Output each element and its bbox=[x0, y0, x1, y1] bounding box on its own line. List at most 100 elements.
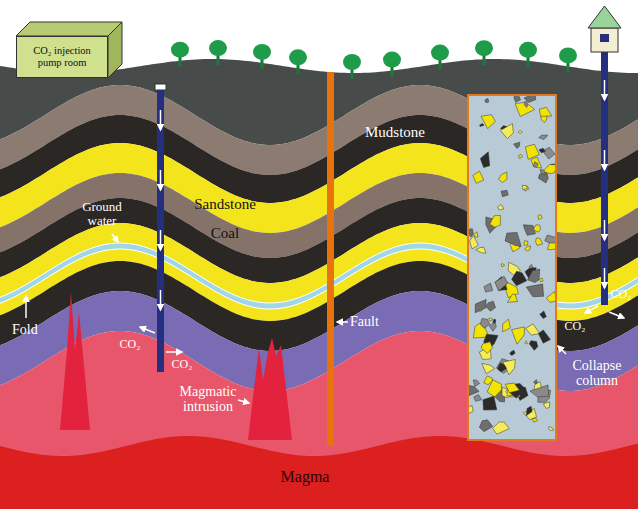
rock-fragment bbox=[483, 396, 497, 410]
leader-arrow bbox=[238, 400, 249, 403]
tree-crown bbox=[343, 54, 361, 70]
rock-fragment bbox=[480, 319, 489, 329]
rock-fragment bbox=[514, 142, 520, 148]
tree-crown bbox=[289, 49, 307, 65]
rock-fragment bbox=[490, 215, 501, 227]
rock-fragment bbox=[484, 376, 493, 385]
house-roof bbox=[588, 6, 621, 28]
magmatic-intrusion bbox=[248, 338, 292, 440]
structure-label: Fault bbox=[350, 314, 394, 329]
rock-fragment bbox=[540, 278, 543, 282]
rock-fragment bbox=[531, 157, 542, 168]
rock-fragment bbox=[493, 422, 510, 434]
rock-fragment bbox=[480, 152, 489, 168]
leader-arrow bbox=[609, 312, 624, 318]
rock-fragment bbox=[522, 185, 527, 189]
rock-fragment bbox=[538, 330, 550, 343]
flow-arrow bbox=[604, 268, 606, 288]
rock-fragment bbox=[499, 172, 507, 182]
rock-fragment bbox=[489, 318, 493, 321]
rock-fragment bbox=[485, 99, 489, 103]
rock-fragment bbox=[526, 406, 532, 415]
rock-fragment bbox=[468, 385, 479, 395]
tree-crown bbox=[431, 45, 449, 61]
rock-fragment bbox=[484, 283, 493, 292]
rock-fragment bbox=[500, 124, 513, 139]
rock-fragment bbox=[528, 269, 540, 282]
flow-arrow bbox=[604, 150, 606, 170]
box-top-face bbox=[16, 22, 122, 36]
rock-fragment bbox=[543, 402, 549, 409]
rock-fragment bbox=[515, 102, 534, 116]
rock-fragment bbox=[523, 225, 535, 236]
tree-crown bbox=[519, 42, 537, 58]
rock-fragment bbox=[505, 232, 521, 246]
rock-fragment bbox=[501, 190, 508, 196]
injection-well bbox=[157, 90, 164, 372]
rock-fragment bbox=[479, 420, 492, 432]
injection-well bbox=[601, 52, 608, 305]
rock-fragment bbox=[498, 204, 504, 210]
house-body bbox=[591, 28, 618, 52]
rock-fragment bbox=[505, 383, 519, 393]
flow-arrow bbox=[160, 230, 162, 250]
rock-fragment bbox=[481, 115, 495, 129]
gas-label: CO₂ bbox=[168, 358, 196, 371]
rock-fragment bbox=[525, 341, 527, 344]
flow-arrow bbox=[160, 170, 162, 190]
rock-fragment bbox=[474, 232, 478, 237]
rock-fragment bbox=[539, 135, 548, 139]
gas-label: CO₂ bbox=[116, 338, 144, 351]
well-cap bbox=[155, 84, 166, 90]
rock-fragment bbox=[482, 363, 495, 373]
rock-fragment bbox=[524, 102, 527, 108]
fault-line bbox=[327, 72, 334, 446]
layer-label: Mudstone bbox=[355, 124, 435, 141]
rock-fragment bbox=[533, 225, 540, 232]
flow-arrow bbox=[604, 220, 606, 240]
gas-label: CO₂ bbox=[561, 320, 589, 333]
structure-label: Magmatic intrusion bbox=[170, 384, 246, 415]
rock-fragment bbox=[473, 380, 479, 387]
leader-arrow bbox=[25, 296, 27, 318]
rock-fragment bbox=[507, 294, 517, 302]
rock-fragment bbox=[476, 247, 486, 253]
rock-fragment bbox=[518, 130, 522, 133]
rock-fragment bbox=[548, 427, 553, 431]
leader-arrow bbox=[112, 234, 118, 242]
rock-fragment bbox=[529, 264, 533, 268]
rock-fragment bbox=[501, 264, 505, 267]
pump-room-box: CO₂ injection pump room bbox=[16, 36, 108, 78]
flow-arrow bbox=[160, 290, 162, 310]
rock-fragment bbox=[539, 107, 551, 116]
rock-fragment bbox=[512, 327, 525, 344]
tree-crown bbox=[209, 40, 227, 56]
rock-fragment bbox=[529, 341, 538, 351]
rock-fragment bbox=[546, 291, 556, 302]
rock-fragment bbox=[536, 238, 543, 245]
rock-fragment bbox=[524, 95, 536, 102]
layer-label: Coal bbox=[200, 225, 250, 242]
rock-fragment bbox=[470, 236, 479, 249]
rock-fragment bbox=[543, 147, 555, 159]
rock-fragment bbox=[503, 319, 511, 331]
flow-arrow bbox=[160, 110, 162, 130]
box-side-face bbox=[108, 22, 122, 78]
rock-fragment bbox=[510, 350, 516, 355]
rock-fragment bbox=[473, 171, 484, 183]
layer-label: Magma bbox=[265, 468, 345, 486]
tree-crown bbox=[171, 42, 189, 58]
tree-crown bbox=[383, 52, 401, 68]
rock-fragment bbox=[480, 123, 484, 126]
rock-fragment bbox=[496, 277, 508, 291]
rock-fragment bbox=[530, 385, 549, 397]
house-window bbox=[600, 34, 609, 42]
box-label: CO₂ injection pump room bbox=[20, 45, 104, 68]
leader-arrow bbox=[166, 351, 182, 353]
rock-fragment bbox=[524, 241, 528, 246]
rock-fragment bbox=[540, 169, 545, 174]
rock-fragment bbox=[481, 342, 493, 354]
rock-fragment bbox=[526, 284, 543, 297]
